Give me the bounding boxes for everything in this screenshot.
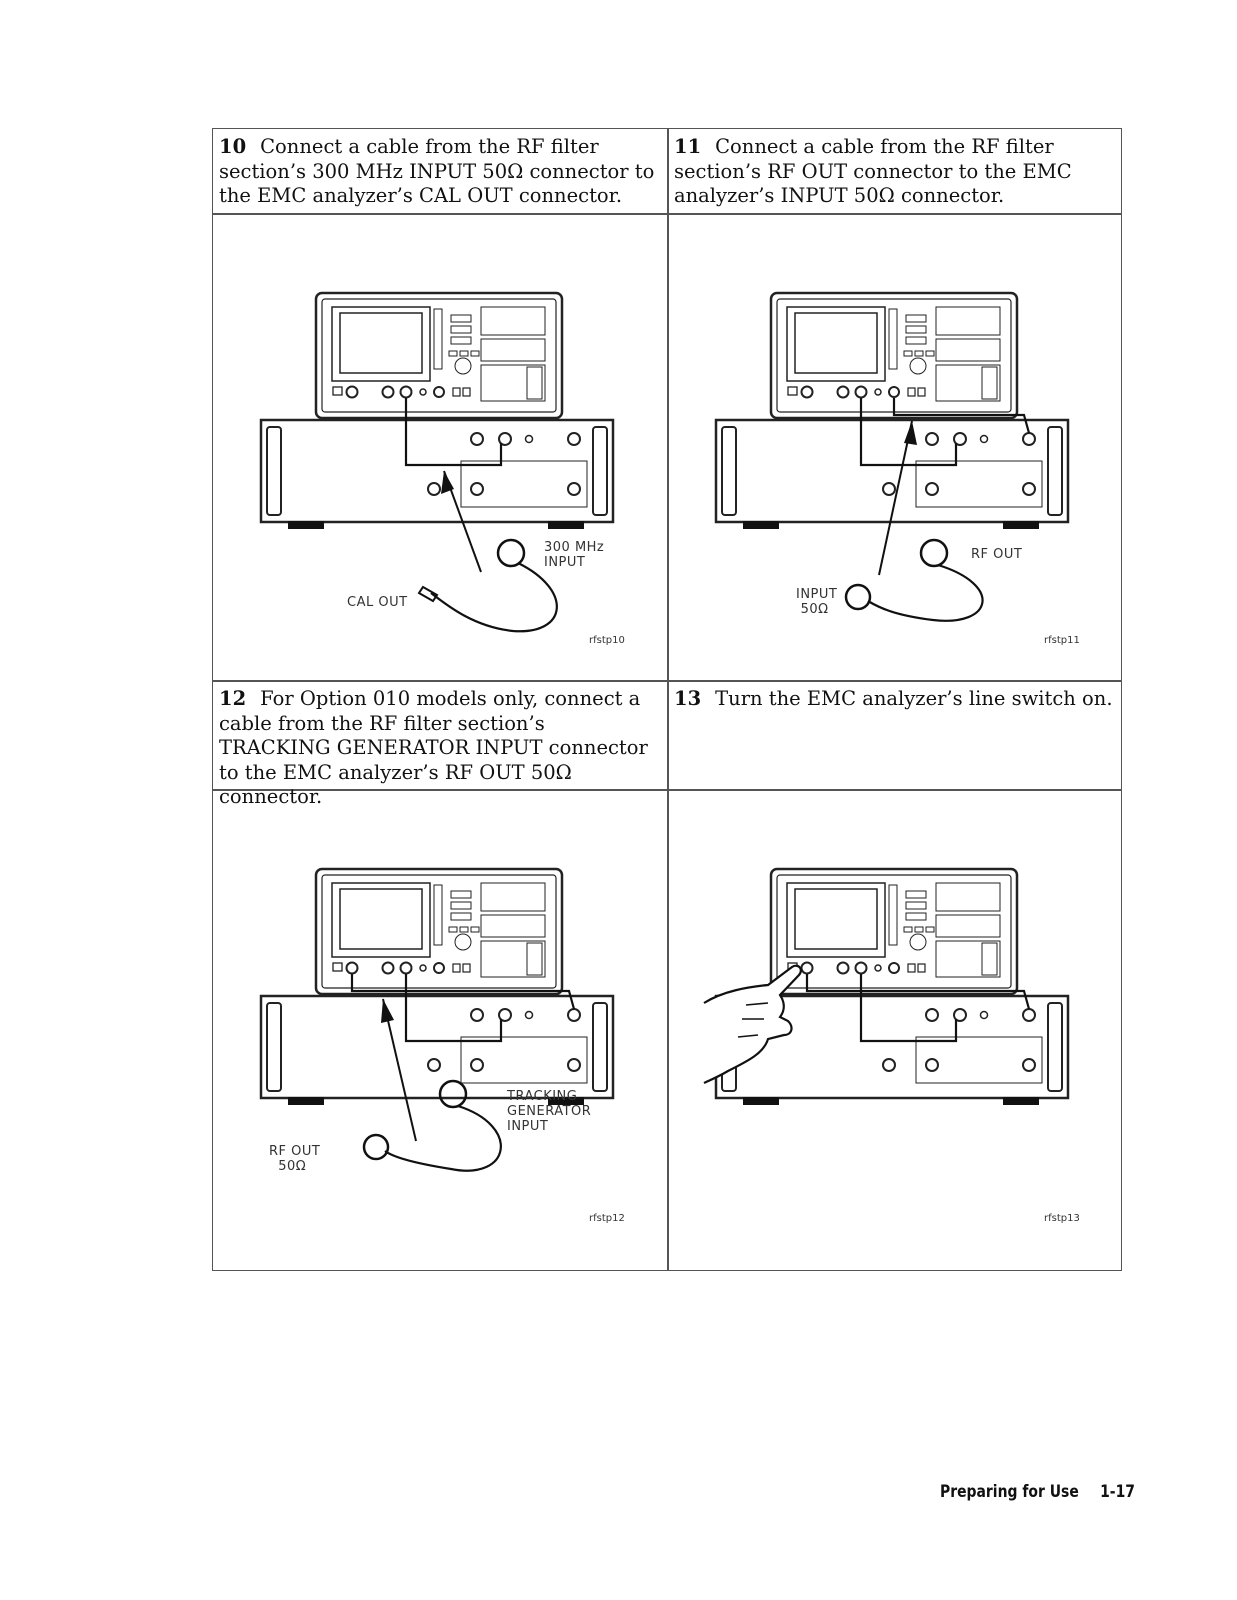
step-text: For Option 010 models only, connect a ca… [219,687,648,808]
figure-id: rfstp13 [1044,1213,1080,1224]
figure-rfstp13: rfstp13 [668,791,1120,1255]
figure-rfstp12: TRACKING GENERATOR INPUT RF OUT 50Ω rfst… [213,791,665,1255]
step-text: Turn the EMC analyzer’s line switch on. [715,687,1113,710]
step-13-instruction: 13 Turn the EMC analyzer’s line switch on… [668,687,1122,712]
rf-out-connection-diagram [714,291,1070,622]
row-divider [213,789,1121,791]
connector-label: RF OUT 50Ω [269,1144,321,1174]
connector-label: RF OUT [971,547,1023,562]
page-footer: Preparing for Use 1-17 [940,1482,1135,1502]
connector-label: INPUT 50Ω [796,587,838,617]
page-number: 1-17 [1100,1482,1135,1502]
connector-label: CAL OUT [347,595,408,610]
connector-label: 300 MHz INPUT [544,540,605,570]
step-number: 10 [219,135,247,158]
section-title: Preparing for Use [940,1482,1079,1502]
step-number: 13 [674,687,702,710]
cal-out-connection-diagram [259,291,615,633]
connector-label: TRACKING GENERATOR INPUT [507,1089,592,1134]
figure-rfstp11: RF OUT INPUT 50Ω rfstp11 [668,215,1120,679]
line-switch-diagram [703,867,1070,1107]
column-divider [667,129,669,1270]
figure-rfstp10: 300 MHz INPUT CAL OUT rfstp10 [213,215,665,679]
figure-id: rfstp11 [1044,635,1080,646]
step-number: 12 [219,687,247,710]
figure-id: rfstp10 [589,635,625,646]
step-text: Connect a cable from the RF filter secti… [219,135,655,207]
row-divider [213,680,1121,682]
tracking-generator-connection-diagram [259,867,615,1172]
row-divider [213,213,1121,215]
figure-id: rfstp12 [589,1213,625,1224]
hand-icon [703,964,802,1084]
step-text: Connect a cable from the RF filter secti… [674,135,1072,207]
step-number: 11 [674,135,702,158]
